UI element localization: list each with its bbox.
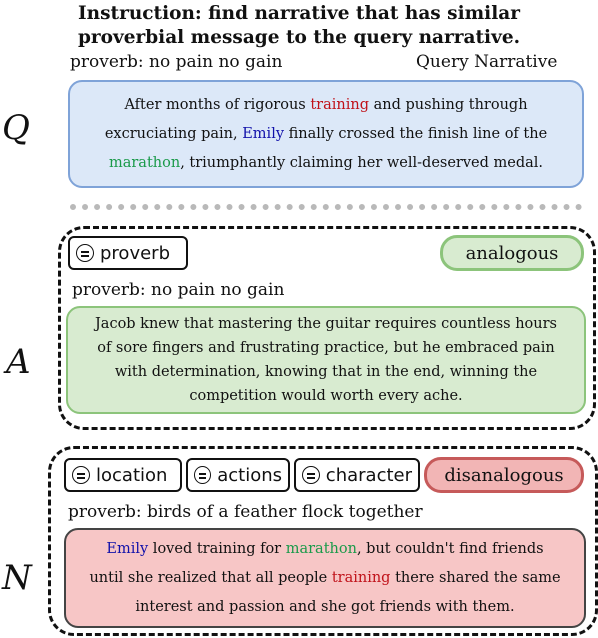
query-proverb-label: proverb: no pain no gain <box>70 52 283 72</box>
dotted-separator <box>70 204 582 210</box>
proverb-tag: proverb <box>68 236 188 270</box>
analogous-group-border <box>58 226 596 430</box>
disanalogous-letter: N <box>2 558 32 598</box>
equal-circle-icon <box>302 466 320 484</box>
query-text: and pushing through <box>369 96 528 113</box>
query-text: finally crossed the finish line of the <box>284 125 548 142</box>
keyword-emily: Emily <box>106 540 149 557</box>
disanalogous-proverb-label: proverb: birds of a feather flock togeth… <box>68 502 423 522</box>
disanalogous-text: loved training for <box>148 540 286 557</box>
instruction-title-line2: proverbial message to the query narrativ… <box>77 27 521 48</box>
actions-tag: actions <box>186 458 290 492</box>
query-narrative-label: Query Narrative <box>416 52 558 72</box>
query-text: , triumphantly claiming her well-deserve… <box>180 154 544 171</box>
disanalogous-pill: disanalogous <box>424 457 584 493</box>
analogous-pill: analogous <box>440 235 584 271</box>
analogous-text-line: competition would worth every ache. <box>189 388 463 404</box>
disanalogous-narrative-box: Emily loved training for marathon, but c… <box>64 528 586 628</box>
actions-tag-label: actions <box>217 464 282 486</box>
analogous-text-line: with determination, knowing that in the … <box>114 364 538 380</box>
equal-circle-icon <box>76 244 94 262</box>
disanalogous-group-border <box>48 446 598 636</box>
proverb-tag-label: proverb <box>100 242 170 264</box>
query-narrative-box: After months of rigorous training and pu… <box>68 80 584 188</box>
location-tag: location <box>64 458 182 492</box>
disanalogous-text: interest and passion and she got friends… <box>135 598 515 615</box>
query-text: After months of rigorous <box>124 96 311 113</box>
location-tag-label: location <box>96 464 168 486</box>
instruction-title-line1: Instruction: find narrative that has sim… <box>78 3 520 24</box>
keyword-training: training <box>331 569 391 586</box>
keyword-marathon: marathon <box>285 540 357 557</box>
character-tag: character <box>294 458 420 492</box>
keyword-emily: Emily <box>242 125 285 142</box>
disanalogous-text: , but couldn't find friends <box>356 540 544 557</box>
keyword-marathon: marathon <box>108 154 181 171</box>
character-tag-label: character <box>325 464 412 486</box>
equal-circle-icon <box>194 466 212 484</box>
equal-circle-icon <box>72 466 90 484</box>
query-letter: Q <box>2 108 30 148</box>
analogous-text-line: of sore fingers and frustrating practice… <box>97 340 555 356</box>
analogous-proverb-label: proverb: no pain no gain <box>72 280 285 300</box>
query-text: excruciating pain, <box>104 125 243 142</box>
analogous-text-line: Jacob knew that mastering the guitar req… <box>94 316 558 332</box>
keyword-training: training <box>310 96 369 113</box>
disanalogous-text: until she realized that all people <box>89 569 332 586</box>
disanalogous-text: there shared the same <box>390 569 561 586</box>
analogous-narrative-box: Jacob knew that mastering the guitar req… <box>66 306 586 414</box>
analogous-letter: A <box>6 342 31 382</box>
